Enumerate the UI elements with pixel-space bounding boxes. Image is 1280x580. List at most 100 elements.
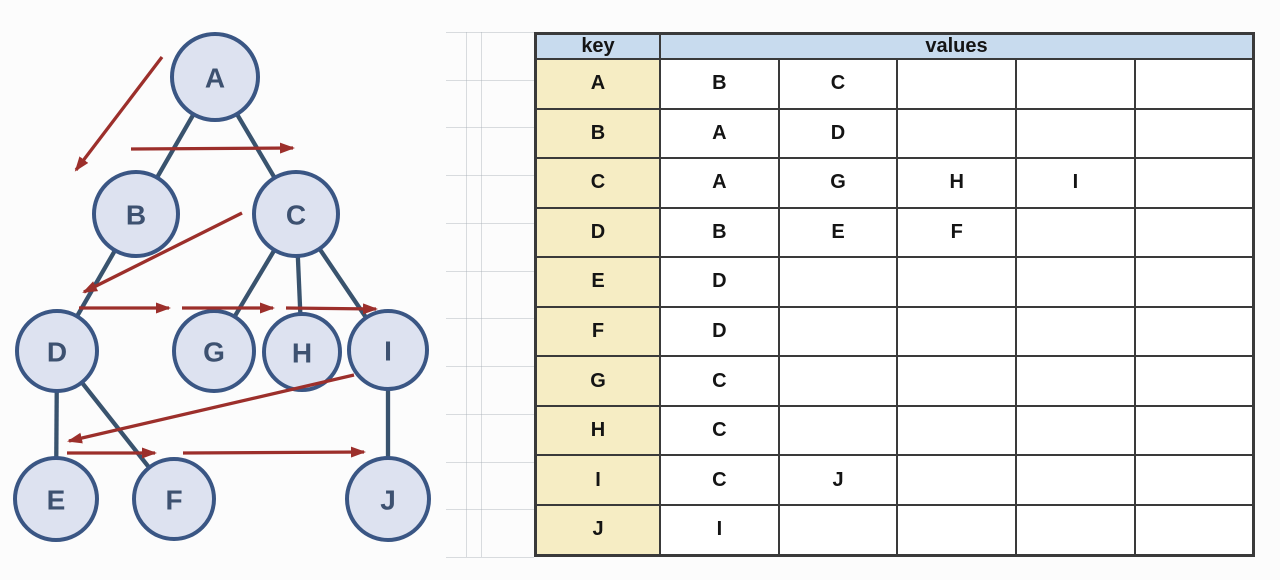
gridline — [466, 32, 467, 557]
value-cell-F-4 — [1133, 305, 1255, 358]
value-cell-F-1 — [777, 305, 899, 358]
value-cell-G-1 — [777, 355, 899, 407]
graph-node-B — [92, 170, 180, 258]
value-cell-G-4 — [1133, 355, 1255, 407]
key-cell-F: F — [534, 305, 661, 358]
table-header: key values — [534, 32, 1255, 60]
value-cell-J-2 — [896, 503, 1018, 557]
header-row: key values — [534, 32, 1255, 60]
value-cell-F-0: D — [659, 305, 780, 358]
value-cell-B-4 — [1133, 107, 1255, 160]
graph-node-label-J: J — [380, 485, 396, 516]
value-cell-D-2: F — [896, 206, 1018, 259]
value-cell-D-3 — [1015, 206, 1136, 259]
graph-node-label-A: A — [205, 63, 225, 94]
key-cell-B: B — [534, 107, 661, 160]
values-header: values — [659, 32, 1255, 60]
traversal-arrow-F-J — [182, 446, 366, 458]
graph-node-H — [262, 312, 342, 392]
graph-node-label-D: D — [47, 337, 67, 368]
value-cell-G-0: C — [659, 355, 780, 407]
value-cell-I-2 — [896, 454, 1018, 506]
graph-node-D — [15, 309, 99, 393]
graph-node-label-F: F — [165, 485, 182, 516]
gridline — [446, 318, 534, 319]
graph-node-J — [345, 456, 431, 542]
key-cell-J: J — [534, 503, 661, 557]
value-cell-I-1: J — [777, 454, 899, 506]
gridline — [481, 32, 482, 557]
value-cell-D-0: B — [659, 206, 780, 259]
key-cell-D: D — [534, 206, 661, 259]
value-cell-G-2 — [896, 355, 1018, 407]
value-cell-C-0: A — [659, 157, 780, 209]
value-cell-E-2 — [896, 256, 1018, 308]
value-cell-B-0: A — [659, 107, 780, 160]
value-cell-H-0: C — [659, 404, 780, 457]
graph-node-label-E: E — [47, 485, 66, 516]
value-cell-E-0: D — [659, 256, 780, 308]
key-cell-A: A — [534, 58, 661, 110]
gridline — [446, 175, 534, 176]
value-cell-D-1: E — [777, 206, 899, 259]
value-cell-I-3 — [1015, 454, 1136, 506]
graph-node-label-H: H — [292, 338, 312, 369]
gridline — [446, 509, 534, 510]
value-cell-G-3 — [1015, 355, 1136, 407]
value-cell-C-3: I — [1015, 157, 1136, 209]
gridline — [446, 271, 534, 272]
value-cell-A-1: C — [777, 58, 899, 110]
traversal-arrow-H-I — [285, 303, 378, 315]
graph-node-E — [13, 456, 99, 542]
key-header: key — [534, 32, 661, 60]
key-cell-E: E — [534, 256, 661, 308]
value-cell-E-4 — [1133, 256, 1255, 308]
value-cell-D-4 — [1133, 206, 1255, 259]
key-cell-C: C — [534, 157, 661, 209]
graph-node-label-G: G — [203, 337, 225, 368]
gridline — [446, 223, 534, 224]
value-cell-A-3 — [1015, 58, 1136, 110]
gridline — [446, 557, 534, 558]
key-cell-H: H — [534, 404, 661, 457]
value-cell-I-4 — [1133, 454, 1255, 506]
traversal-arrow-C-D — [82, 211, 243, 294]
graph-node-F — [132, 457, 216, 541]
traversal-arrow-A-B — [74, 56, 164, 172]
traversal-arrow-I-E — [67, 373, 355, 444]
gridline — [446, 80, 534, 81]
key-cell-G: G — [534, 355, 661, 407]
value-cell-B-3 — [1015, 107, 1136, 160]
value-cell-A-0: B — [659, 58, 780, 110]
value-cell-A-2 — [896, 58, 1018, 110]
traversal-arrow-B-C — [130, 142, 295, 154]
graph-node-label-I: I — [384, 336, 392, 367]
graph-node-A — [170, 32, 260, 122]
value-cell-H-1 — [777, 404, 899, 457]
value-cell-J-3 — [1015, 503, 1136, 557]
value-cell-H-2 — [896, 404, 1018, 457]
value-cell-J-1 — [777, 503, 899, 557]
value-cell-B-2 — [896, 107, 1018, 160]
value-cell-I-0: C — [659, 454, 780, 506]
value-cell-B-1: D — [777, 107, 899, 160]
value-cell-J-0: I — [659, 503, 780, 557]
value-cell-E-3 — [1015, 256, 1136, 308]
gridline — [446, 366, 534, 367]
gridline — [446, 32, 534, 33]
key-cell-I: I — [534, 454, 661, 506]
